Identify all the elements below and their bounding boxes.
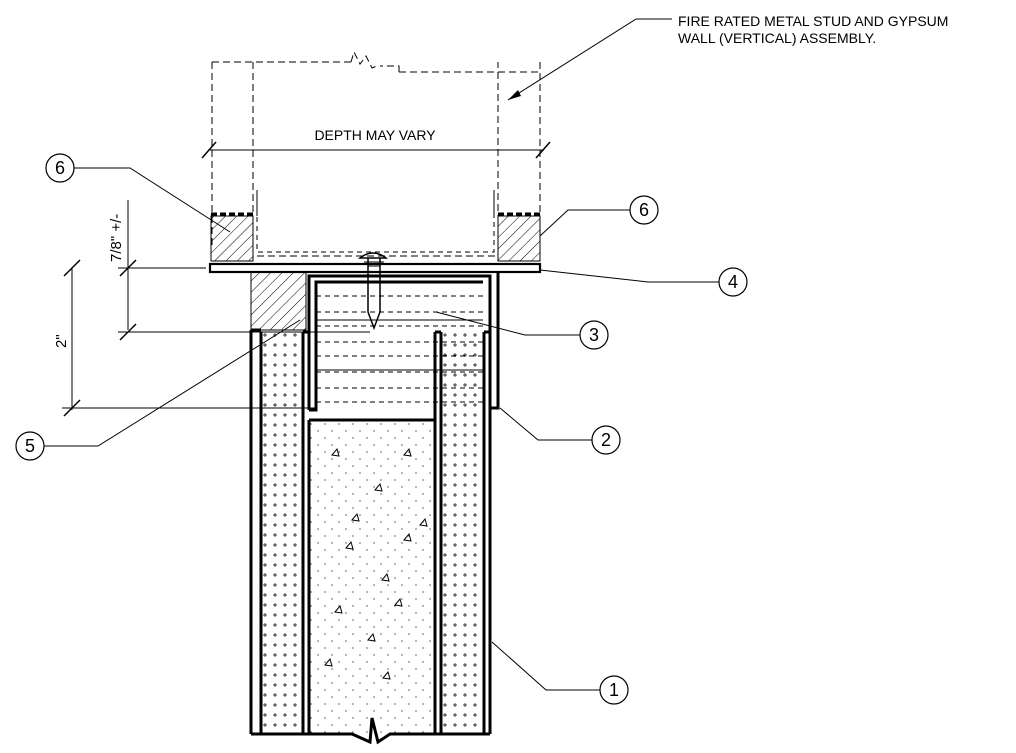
callout-tags: 6 6 4 3 2 5 1 [15,153,748,705]
tag-5: 5 [25,436,35,456]
fire-sealant-blocks [210,212,541,262]
dimension-upper-label: 7/8" +/- [108,214,125,262]
deflection-track [307,272,500,412]
depth-label: DEPTH MAY VARY [314,127,436,143]
wall-note-line2: WALL (VERTICAL) ASSEMBLY. [678,30,876,46]
tag-3: 3 [589,325,599,345]
runner-plate [208,262,542,274]
shaft-wall [249,328,492,745]
dimension-lower-label: 2" [53,334,70,348]
wall-note-line1: FIRE RATED METAL STUD AND GYPSUM [678,13,948,29]
fire-sealant-left [250,271,307,331]
height-dimensions: 7/8" +/- 2" [53,200,370,417]
wall-assembly-note: FIRE RATED METAL STUD AND GYPSUM WALL (V… [507,13,948,101]
tag-1: 1 [609,680,619,700]
wall-assembly-outline [211,50,541,257]
top-track [316,295,483,403]
screw-fastener [357,252,389,331]
tag-6-right: 6 [639,200,649,220]
tag-4: 4 [728,272,738,292]
tag-6-left: 6 [55,158,65,178]
tag-2: 2 [601,430,611,450]
depth-dimension: DEPTH MAY VARY [201,127,551,159]
